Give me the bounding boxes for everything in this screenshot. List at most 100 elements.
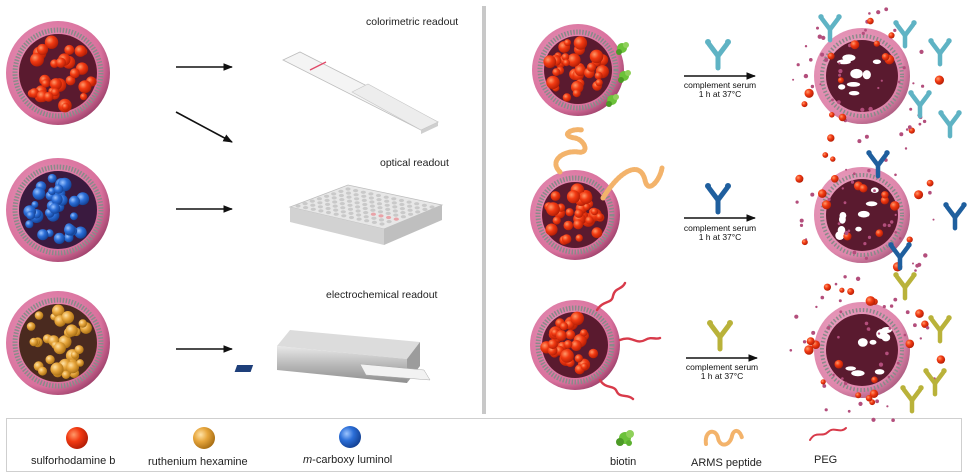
membrane-fragment <box>858 402 862 406</box>
plate-well <box>414 202 419 205</box>
plate-well <box>334 213 339 216</box>
released-dye-sphere <box>824 284 831 291</box>
membrane-fragment <box>838 222 841 225</box>
plate-well <box>357 218 362 221</box>
released-dye-sphere <box>802 101 808 107</box>
plate-well <box>361 195 366 198</box>
plate-well <box>400 211 405 214</box>
plate-well <box>369 196 374 199</box>
plate-well <box>341 210 346 213</box>
plate-well <box>372 221 377 224</box>
encapsulated-dye-sphere <box>560 349 574 363</box>
antibody-icon <box>705 183 731 212</box>
encapsulated-dye-sphere <box>75 345 84 354</box>
plate-well <box>408 209 413 212</box>
plate-well <box>362 203 367 206</box>
plate-well <box>379 218 384 221</box>
released-dye-sphere <box>807 337 815 345</box>
plate-well <box>348 212 353 215</box>
encapsulated-dye-sphere <box>69 196 80 207</box>
plate-well <box>341 214 346 217</box>
encapsulated-dye-sphere <box>49 203 60 214</box>
plate-well <box>340 202 345 205</box>
lysed-vesicle <box>795 139 934 295</box>
membrane-pore <box>858 211 870 218</box>
membrane-fragment <box>899 132 903 136</box>
encapsulated-dye-sphere <box>62 311 75 324</box>
bound-antibody-icon <box>943 202 966 228</box>
encapsulated-dye-sphere <box>546 202 560 216</box>
encapsulated-dye-sphere <box>591 208 598 215</box>
plate-well <box>332 196 337 199</box>
released-dye-sphere <box>828 53 835 60</box>
membrane-fragment <box>913 323 917 327</box>
membrane-fragment <box>909 108 912 111</box>
plate-well <box>386 212 391 215</box>
encapsulated-dye-sphere <box>595 79 602 86</box>
membrane-fragment <box>792 79 794 81</box>
encapsulated-dye-sphere <box>54 342 66 354</box>
bound-antibody-icon <box>938 110 961 136</box>
membrane-fragment <box>820 53 824 57</box>
plate-well <box>318 205 323 208</box>
encapsulated-dye-sphere <box>570 312 584 326</box>
released-dye-sphere <box>935 76 944 85</box>
encapsulated-dye-sphere <box>30 338 39 347</box>
membrane-fragment <box>920 337 922 339</box>
plate-well <box>364 215 369 218</box>
biotin-icon <box>616 430 634 446</box>
plate-well <box>376 198 381 201</box>
membrane-fragment <box>926 326 929 329</box>
membrane-fragment <box>844 231 848 235</box>
released-dye-sphere <box>850 40 859 49</box>
released-dye-sphere <box>838 77 844 83</box>
encapsulated-dye-sphere <box>571 340 582 351</box>
plate-well <box>394 218 399 221</box>
membrane-fragment <box>819 83 821 85</box>
membrane-fragment <box>858 139 860 141</box>
released-dye-sphere <box>827 134 834 141</box>
membrane-fragment <box>868 236 871 239</box>
encapsulated-dye-sphere <box>54 233 65 244</box>
encapsulated-dye-sphere <box>37 44 48 55</box>
membrane-fragment <box>811 331 815 335</box>
plate-well <box>377 206 382 209</box>
membrane-fragment <box>853 172 856 175</box>
membrane-fragment <box>815 306 817 308</box>
membrane-fragment <box>888 224 891 227</box>
plate-well <box>384 200 389 203</box>
vesicle-blue <box>6 158 110 262</box>
encapsulated-dye-sphere <box>37 229 48 240</box>
plate-well <box>349 216 354 219</box>
membrane-fragment <box>824 58 828 62</box>
membrane-fragment <box>818 35 822 39</box>
membrane-pore <box>855 227 861 232</box>
bound-antibody-icon <box>928 38 951 64</box>
released-dye-sphere <box>937 355 945 363</box>
released-dye-sphere <box>927 180 934 187</box>
peptide-icon <box>706 431 742 445</box>
membrane-fragment <box>898 81 901 84</box>
encapsulated-dye-sphere <box>580 191 593 204</box>
membrane-fragment <box>890 220 893 223</box>
encapsulated-dye-sphere <box>33 187 46 200</box>
membrane-fragment <box>853 251 857 255</box>
membrane-fragment <box>862 32 865 35</box>
membrane-fragment <box>919 50 923 54</box>
condition-label-1: complement serum 1 h at 37°C <box>676 81 764 99</box>
encapsulated-dye-sphere <box>573 89 581 97</box>
lysed-vesicle <box>790 283 946 422</box>
encapsulated-dye-sphere <box>56 58 66 68</box>
bound-antibody-icon <box>888 242 911 268</box>
membrane-pore <box>838 226 846 234</box>
released-dye-sphere <box>915 309 924 318</box>
membrane-fragment <box>837 336 840 339</box>
released-dye-sphere <box>914 190 923 199</box>
plate-well <box>338 190 343 193</box>
encapsulated-dye-sphere <box>596 213 603 220</box>
plate-well <box>333 205 338 208</box>
plate-well <box>353 189 358 192</box>
plate-well <box>347 200 352 203</box>
plate-well <box>391 197 396 200</box>
membrane-fragment <box>915 264 919 268</box>
